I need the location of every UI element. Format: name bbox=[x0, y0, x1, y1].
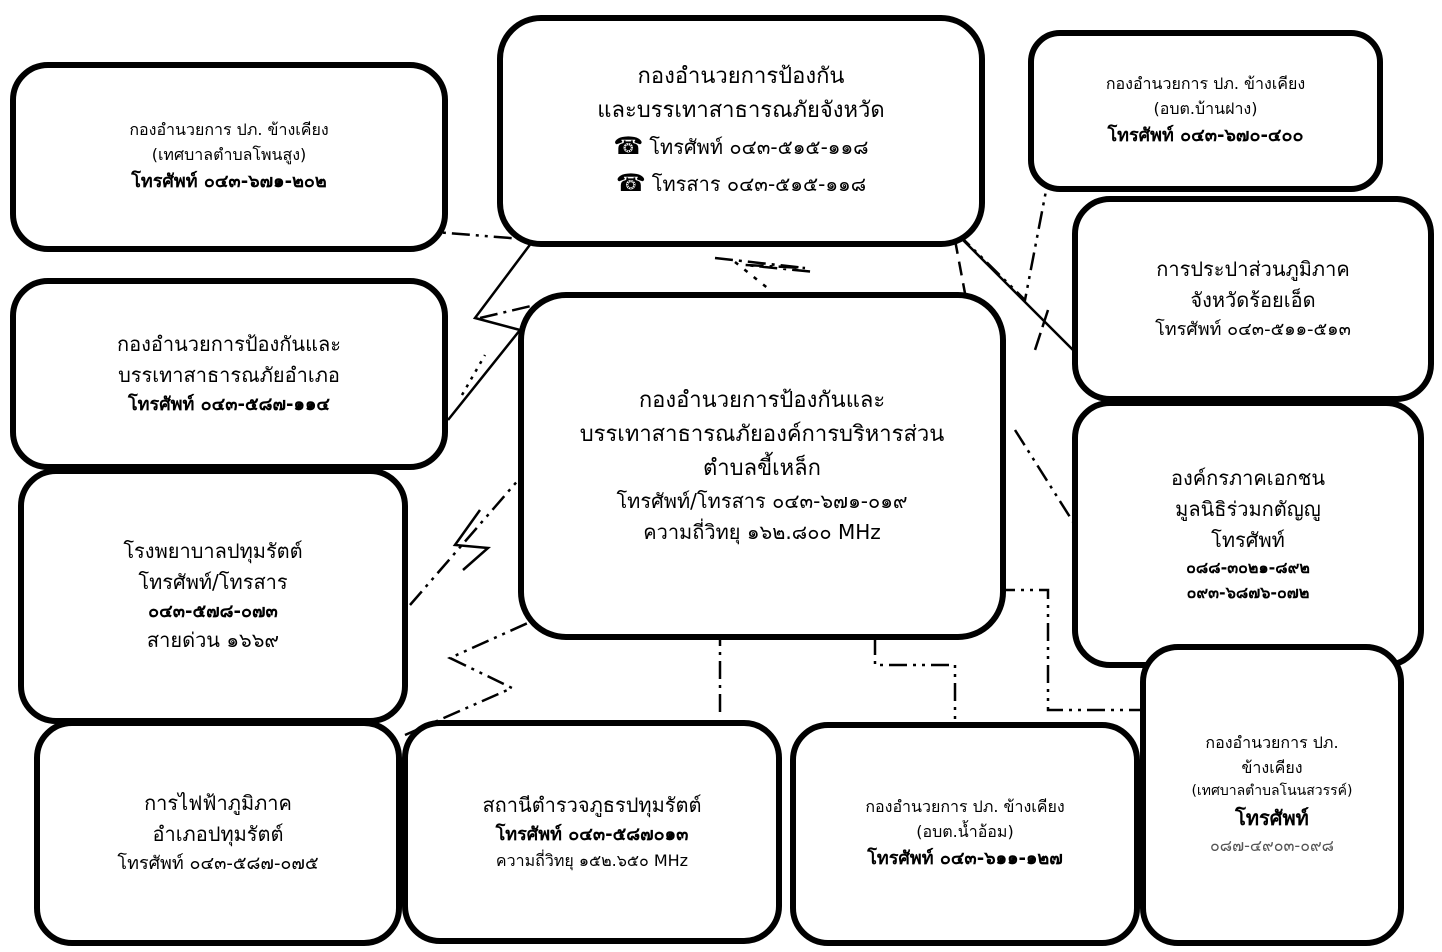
police-line1: สถานีตำรวจภูธรปทุมรัตต์ bbox=[482, 793, 702, 818]
connector-hospital bbox=[409, 477, 521, 606]
connector-province-center-2 bbox=[734, 261, 771, 291]
center-box: กองอำนวยการป้องกันและ บรรเทาสาธารณภัยองค… bbox=[518, 292, 1006, 640]
hospital-box: โรงพยาบาลปทุมรัตต์ โทรศัพท์/โทรสาร ๐๔๓-๕… bbox=[18, 468, 408, 724]
province-fax: โทรสาร ๐๔๓-๕๑๕-๑๑๘ bbox=[651, 172, 867, 197]
district-box: กองอำนวยการป้องกันและ บรรเทาสาธารณภัยอำเ… bbox=[10, 278, 448, 470]
ngo-line4: ๐๘๘-๓๐๒๑-๘๙๒ bbox=[1186, 557, 1310, 577]
center-line2: บรรเทาสาธารณภัยองค์การบริหารส่วน bbox=[579, 421, 945, 447]
district-line1: กองอำนวยการป้องกันและ bbox=[117, 332, 341, 357]
center-line3: ตำบลขี้เหล็ก bbox=[703, 456, 821, 482]
ngo-line1: องค์กรภาคเอกชน bbox=[1170, 465, 1325, 490]
nonsawan-line2: ข้างเคียง bbox=[1241, 758, 1303, 778]
center-phone: โทรศัพท์/โทรสาร ๐๔๓-๖๗๑-๐๑๙ bbox=[616, 489, 908, 514]
connector-ngo bbox=[1013, 429, 1077, 526]
water-box: การประปาส่วนภูมิภาค จังหวัดร้อยเอ็ด โทรศ… bbox=[1072, 196, 1434, 402]
connector-province-center bbox=[714, 256, 816, 274]
ngo-box: องค์กรภาคเอกชน มูลนิธิร่วมกตัญญู โทรศัพท… bbox=[1072, 400, 1424, 668]
phonsung-phone: โทรศัพท์ ๐๔๓-๖๗๑-๒๐๒ bbox=[131, 170, 327, 192]
banfang-phone: โทรศัพท์ ๐๔๓-๖๗๐-๔๐๐ bbox=[1107, 124, 1304, 146]
banfang-box: กองอำนวยการ ปภ. ข้างเคียง (อบต.บ้านฝาง) … bbox=[1028, 30, 1383, 192]
water-phone: โทรศัพท์ ๐๔๓-๕๑๑-๕๑๓ bbox=[1155, 319, 1351, 341]
connector-water bbox=[954, 231, 1076, 353]
ngo-line5: ๐๙๓-๖๘๗๖-๐๗๒ bbox=[1186, 582, 1310, 602]
hospital-line3: ๐๔๓-๕๗๘-๐๗๓ bbox=[148, 600, 278, 622]
ngo-line3: โทรศัพท์ bbox=[1211, 527, 1285, 552]
hospital-line4: สายด่วน ๑๖๖๙ bbox=[146, 628, 280, 653]
police-phone: โทรศัพท์ ๐๔๓-๕๘๗๐๑๓ bbox=[495, 824, 689, 846]
connector-district bbox=[447, 237, 536, 421]
namom-box: กองอำนวยการ ปภ. ข้างเคียง (อบต.น้ำอ้อม) … bbox=[790, 722, 1140, 946]
center-line1: กองอำนวยการป้องกันและ bbox=[638, 387, 886, 413]
connector-district-2 bbox=[460, 354, 487, 396]
banfang-line1: กองอำนวยการ ปภ. ข้างเคียง bbox=[1105, 74, 1306, 94]
namom-phone: โทรศัพท์ ๐๔๓-๖๑๑-๑๒๗ bbox=[867, 847, 1063, 869]
hospital-line2: โทรศัพท์/โทรสาร bbox=[138, 569, 288, 594]
connector-hospital-zigzag bbox=[452, 509, 492, 571]
electric-line1: การไฟฟ้าภูมิภาค bbox=[144, 791, 292, 816]
water-line1: การประปาส่วนภูมิภาค bbox=[1156, 257, 1350, 282]
district-line2: บรรเทาสาธารณภัยอำเภอ bbox=[118, 363, 340, 388]
province-phone-row: ☎โทรศัพท์ ๐๔๓-๕๑๕-๑๑๘ bbox=[613, 128, 868, 165]
province-box: กองอำนวยการป้องกัน และบรรเทาสาธารณภัยจัง… bbox=[497, 15, 985, 247]
nonsawan-line1: กองอำนวยการ ปภ. bbox=[1205, 733, 1339, 753]
district-phone: โทรศัพท์ ๐๔๓-๕๘๗-๑๑๔ bbox=[128, 394, 330, 416]
electric-phone: โทรศัพท์ ๐๔๓-๕๘๗-๐๗๕ bbox=[117, 853, 319, 875]
center-radio: ความถี่วิทยุ ๑๖๒.๘๐๐ MHz bbox=[643, 520, 881, 545]
police-box: สถานีตำรวจภูธรปทุมรัตต์ โทรศัพท์ ๐๔๓-๕๘๗… bbox=[402, 720, 782, 944]
telephone-icon: ☎ bbox=[613, 131, 644, 160]
province-line1: กองอำนวยการป้องกัน bbox=[637, 63, 845, 89]
namom-line2: (อบต.น้ำอ้อม) bbox=[916, 822, 1014, 842]
phonsung-line2: (เทศบาลตำบลโพนสูง) bbox=[151, 145, 307, 165]
connector-electric bbox=[404, 593, 591, 737]
telephone-icon: ☎ bbox=[615, 169, 646, 198]
province-phone: โทรศัพท์ ๐๔๓-๕๑๕-๑๑๘ bbox=[649, 134, 869, 159]
police-radio: ความถี่วิทยุ ๑๕๒.๖๕๐ MHz bbox=[495, 851, 689, 871]
namom-line1: กองอำนวยการ ปภ. ข้างเคียง bbox=[865, 797, 1065, 817]
electric-box: การไฟฟ้าภูมิภาค อำเภอปทุมรัตต์ โทรศัพท์ … bbox=[34, 720, 402, 946]
phonsung-box: กองอำนวยการ ปภ. ข้างเคียง (เทศบาลตำบลโพน… bbox=[10, 62, 448, 252]
nonsawan-box: กองอำนวยการ ปภ. ข้างเคียง (เทศบาลตำบลโนน… bbox=[1140, 644, 1404, 946]
nonsawan-line5: ๐๘๗-๔๙๐๓-๐๙๘ bbox=[1209, 835, 1335, 855]
nonsawan-line4: โทรศัพท์ bbox=[1235, 805, 1309, 830]
electric-line2: อำเภอปทุมรัตต์ bbox=[152, 822, 284, 847]
phonsung-line1: กองอำนวยการ ปภ. ข้างเคียง bbox=[129, 120, 329, 140]
connector-banfang-2 bbox=[1033, 309, 1050, 351]
province-fax-row: ☎โทรสาร ๐๔๓-๕๑๕-๑๑๘ bbox=[616, 165, 866, 202]
nonsawan-line3: (เทศบาลตำบลโนนสวรรค์) bbox=[1191, 783, 1353, 800]
ngo-line2: มูลนิธิร่วมกตัญญู bbox=[1175, 496, 1321, 521]
water-line2: จังหวัดร้อยเอ็ด bbox=[1190, 288, 1316, 313]
hospital-line1: โรงพยาบาลปทุมรัตต์ bbox=[123, 538, 303, 563]
banfang-line2: (อบต.บ้านฝาง) bbox=[1153, 99, 1258, 119]
province-line2: และบรรเทาสาธารณภัยจังหวัด bbox=[597, 97, 885, 123]
